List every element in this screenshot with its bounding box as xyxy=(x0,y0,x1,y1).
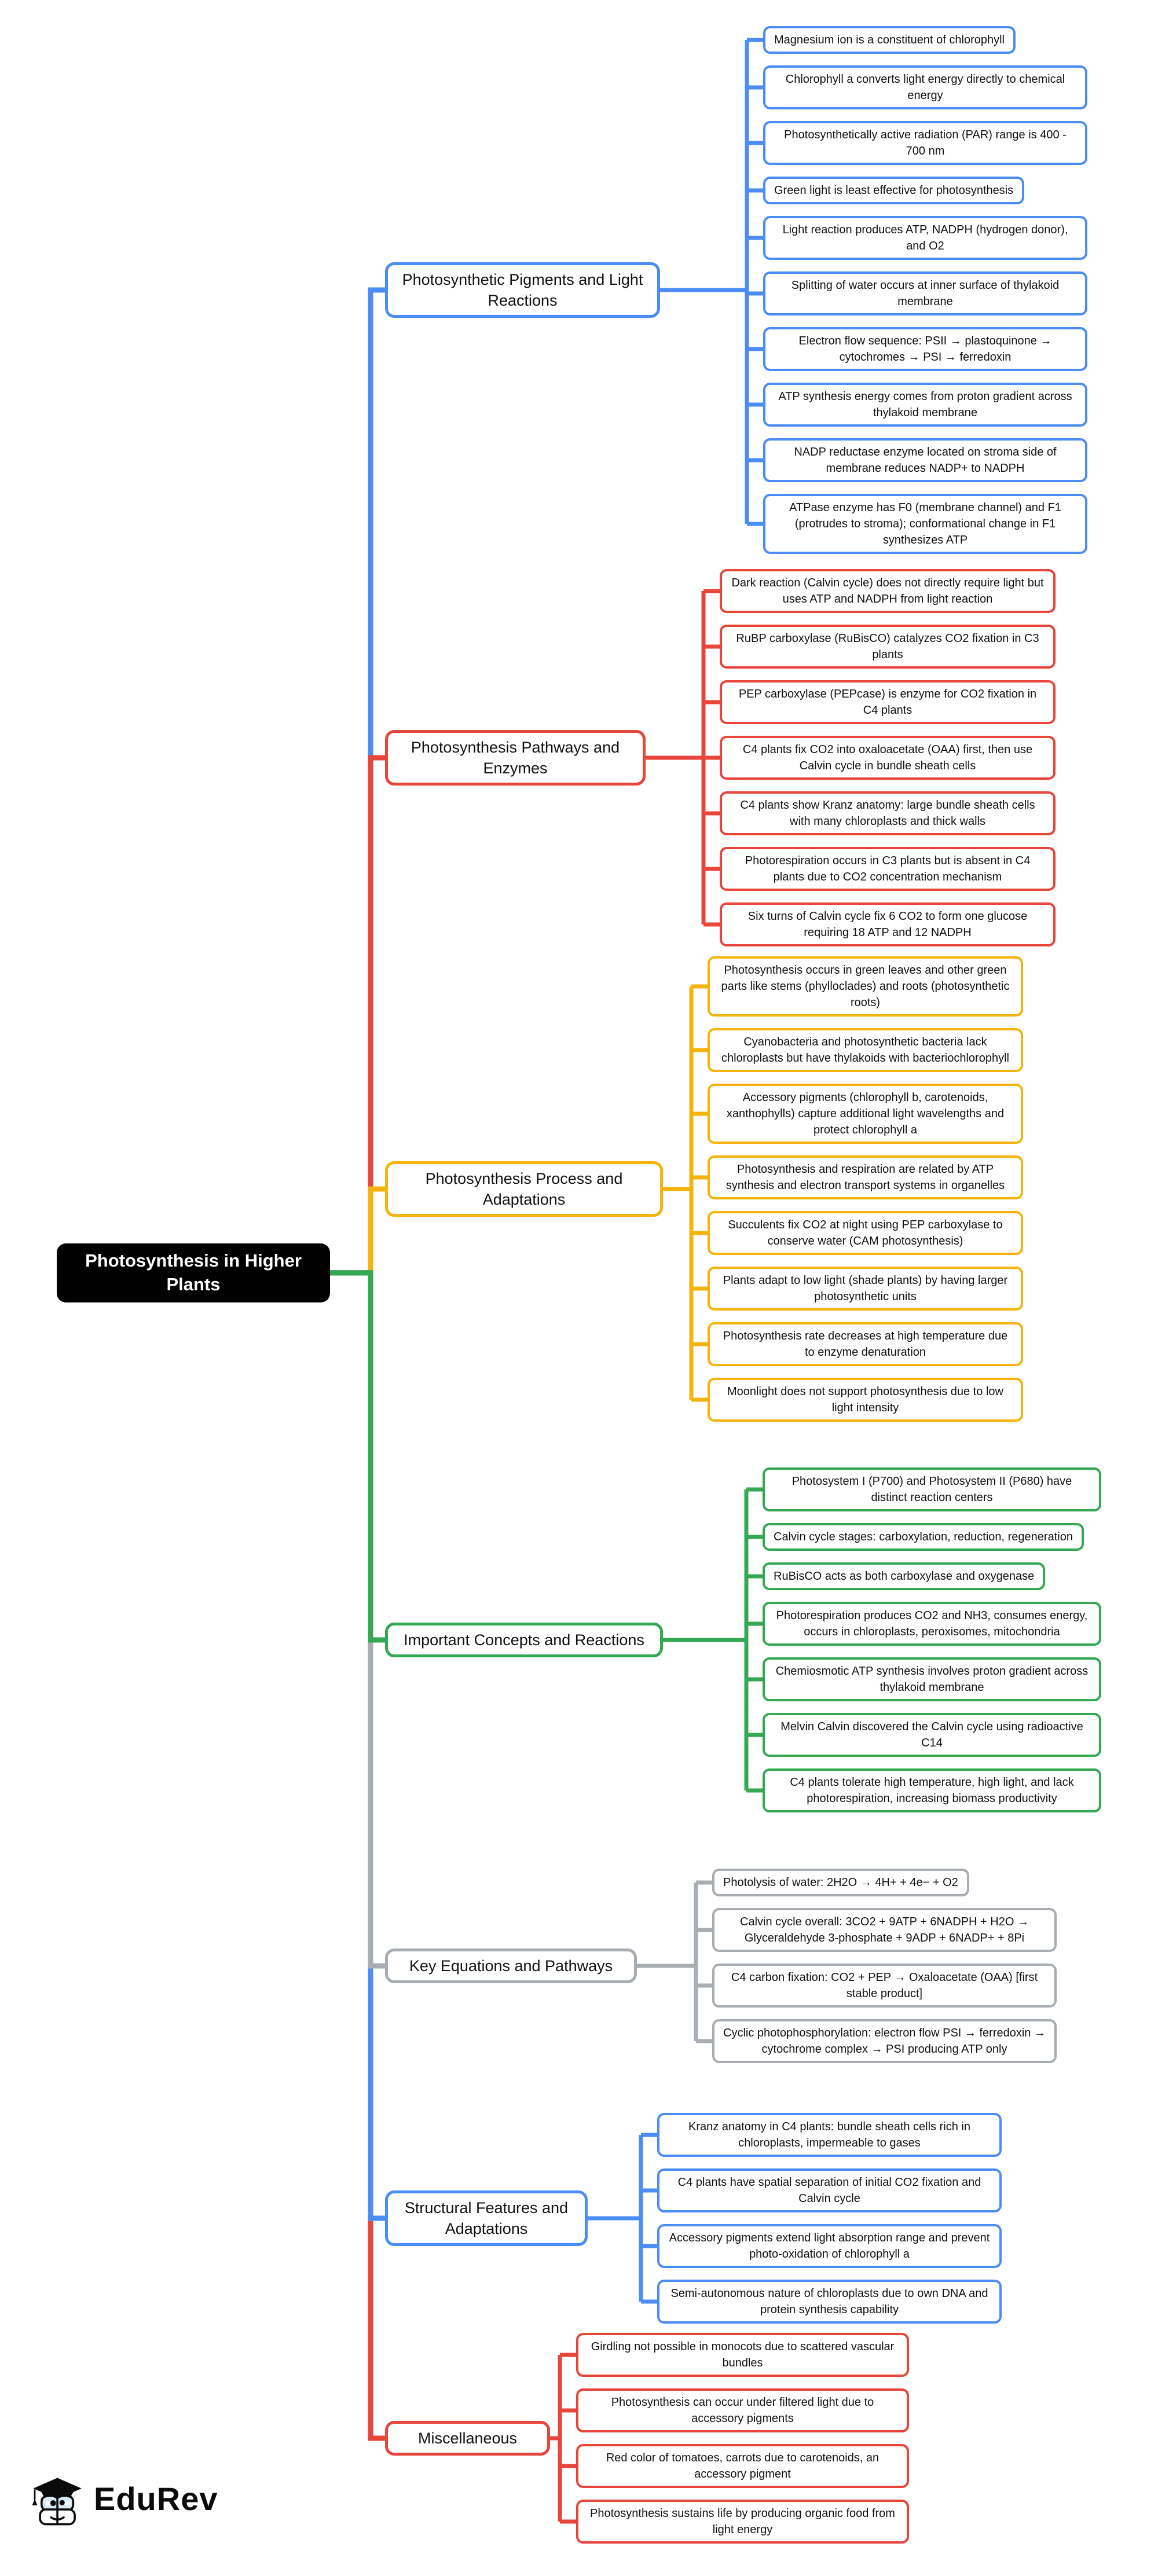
fact-node: Photosynthesis rate decreases at high te… xyxy=(708,1322,1023,1366)
fact-node: Calvin cycle stages: carboxylation, redu… xyxy=(763,1523,1084,1551)
branch-group: Key Equations and Pathways Photolysis of … xyxy=(385,1869,1057,2063)
branch-group: Miscellaneous Girdling not possible in mo… xyxy=(385,2333,909,2544)
edurev-logo-text: EduRev xyxy=(94,2480,218,2517)
fact-node: Accessory pigments (chlorophyll b, carot… xyxy=(708,1084,1023,1144)
fact-node: Green light is least effective for photo… xyxy=(763,177,1025,204)
leaf-list: Dark reaction (Calvin cycle) does not di… xyxy=(720,569,1056,946)
fact-node: Six turns of Calvin cycle fix 6 CO2 to f… xyxy=(720,902,1056,946)
fact-node: Light reaction produces ATP, NADPH (hydr… xyxy=(763,216,1087,260)
fact-node: Kranz anatomy in C4 plants: bundle sheat… xyxy=(657,2113,1002,2157)
fact-node: Calvin cycle overall: 3CO2 + 9ATP + 6NAD… xyxy=(712,1908,1057,1952)
fact-node: Photosynthesis sustains life by producin… xyxy=(576,2500,909,2544)
edurev-logo: EduRev xyxy=(29,2467,218,2530)
fact-node: Chemiosmotic ATP synthesis involves prot… xyxy=(763,1657,1101,1701)
branch-group: Structural Features and Adaptations Kranz… xyxy=(385,2113,1002,2324)
fact-node: Photosynthesis occurs in green leaves an… xyxy=(708,956,1023,1017)
fact-node: ATPase enzyme has F0 (membrane channel) … xyxy=(763,494,1087,554)
central-topic-node: Photosynthesis in Higher Plants xyxy=(57,1243,330,1302)
fact-node: Chlorophyll a converts light energy dire… xyxy=(763,65,1087,109)
branch-title: Photosynthetic Pigments and Light Reacti… xyxy=(385,262,660,318)
fact-node: C4 plants fix CO2 into oxaloacetate (OAA… xyxy=(720,736,1056,780)
fact-node: C4 plants have spatial separation of ini… xyxy=(657,2168,1002,2212)
fact-node: Magnesium ion is a constituent of chloro… xyxy=(763,26,1016,54)
branch-title: Structural Features and Adaptations xyxy=(385,2190,588,2247)
fact-node: Succulents fix CO2 at night using PEP ca… xyxy=(708,1211,1023,1255)
branch-group: Important Concepts and Reactions Photosys… xyxy=(385,1467,1101,1812)
fact-node: C4 plants tolerate high temperature, hig… xyxy=(763,1768,1101,1812)
fact-node: C4 plants show Kranz anatomy: large bund… xyxy=(720,791,1056,835)
fact-node: Photosynthetically active radiation (PAR… xyxy=(763,121,1087,165)
fact-node: Electron flow sequence: PSII → plastoqui… xyxy=(763,327,1087,371)
fact-node: Semi-autonomous nature of chloroplasts d… xyxy=(657,2280,1002,2324)
branch-title: Photosynthesis Pathways and Enzymes xyxy=(385,729,646,786)
leaf-list: Kranz anatomy in C4 plants: bundle sheat… xyxy=(657,2113,1002,2324)
fact-node: Photorespiration produces CO2 and NH3, c… xyxy=(763,1602,1101,1646)
fact-node: Plants adapt to low light (shade plants)… xyxy=(708,1267,1023,1311)
fact-node: Moonlight does not support photosynthesi… xyxy=(708,1378,1023,1422)
branch-title: Photosynthesis Process and Adaptations xyxy=(385,1161,663,1217)
fact-node: RuBP carboxylase (RuBisCO) catalyzes CO2… xyxy=(720,625,1056,669)
branch-title: Key Equations and Pathways xyxy=(385,1948,637,1984)
fact-node: Photosystem I (P700) and Photosystem II … xyxy=(763,1467,1101,1511)
fact-node: Photolysis of water: 2H2O → 4H+ + 4e− + … xyxy=(712,1869,969,1896)
fact-node: C4 carbon fixation: CO2 + PEP → Oxaloace… xyxy=(712,1964,1057,2008)
fact-node: Melvin Calvin discovered the Calvin cycl… xyxy=(763,1713,1101,1757)
fact-node: Girdling not possible in monocots due to… xyxy=(576,2333,909,2377)
fact-node: Dark reaction (Calvin cycle) does not di… xyxy=(720,569,1056,613)
leaf-list: Photosynthesis occurs in green leaves an… xyxy=(708,956,1023,1422)
fact-node: Cyanobacteria and photosynthetic bacteri… xyxy=(708,1028,1023,1072)
graduation-cap-books-icon xyxy=(32,2478,82,2526)
branch-title: Important Concepts and Reactions xyxy=(385,1622,663,1658)
fact-node: PEP carboxylase (PEPcase) is enzyme for … xyxy=(720,680,1056,724)
fact-node: Red color of tomatoes, carrots due to ca… xyxy=(576,2444,909,2488)
fact-node: Photosynthesis and respiration are relat… xyxy=(708,1155,1023,1199)
branch-title: Miscellaneous xyxy=(385,2420,550,2456)
leaf-list: Girdling not possible in monocots due to… xyxy=(576,2333,909,2544)
branch-group: Photosynthetic Pigments and Light Reacti… xyxy=(385,26,1087,554)
leaf-list: Photolysis of water: 2H2O → 4H+ + 4e− + … xyxy=(712,1869,1057,2063)
fact-node: Photorespiration occurs in C3 plants but… xyxy=(720,847,1056,891)
fact-node: Splitting of water occurs at inner surfa… xyxy=(763,271,1087,315)
fact-node: Photosynthesis can occur under filtered … xyxy=(576,2388,909,2432)
fact-node: ATP synthesis energy comes from proton g… xyxy=(763,383,1087,427)
fact-node: NADP reductase enzyme located on stroma … xyxy=(763,438,1087,482)
leaf-list: Photosystem I (P700) and Photosystem II … xyxy=(763,1467,1101,1812)
leaf-list: Magnesium ion is a constituent of chloro… xyxy=(763,26,1087,554)
fact-node: RuBisCO acts as both carboxylase and oxy… xyxy=(763,1562,1046,1590)
fact-node: Cyclic photophosphorylation: electron fl… xyxy=(712,2019,1057,2063)
branch-group: Photosynthesis Pathways and Enzymes Dark … xyxy=(385,569,1056,946)
fact-node: Accessory pigments extend light absorpti… xyxy=(657,2224,1002,2268)
